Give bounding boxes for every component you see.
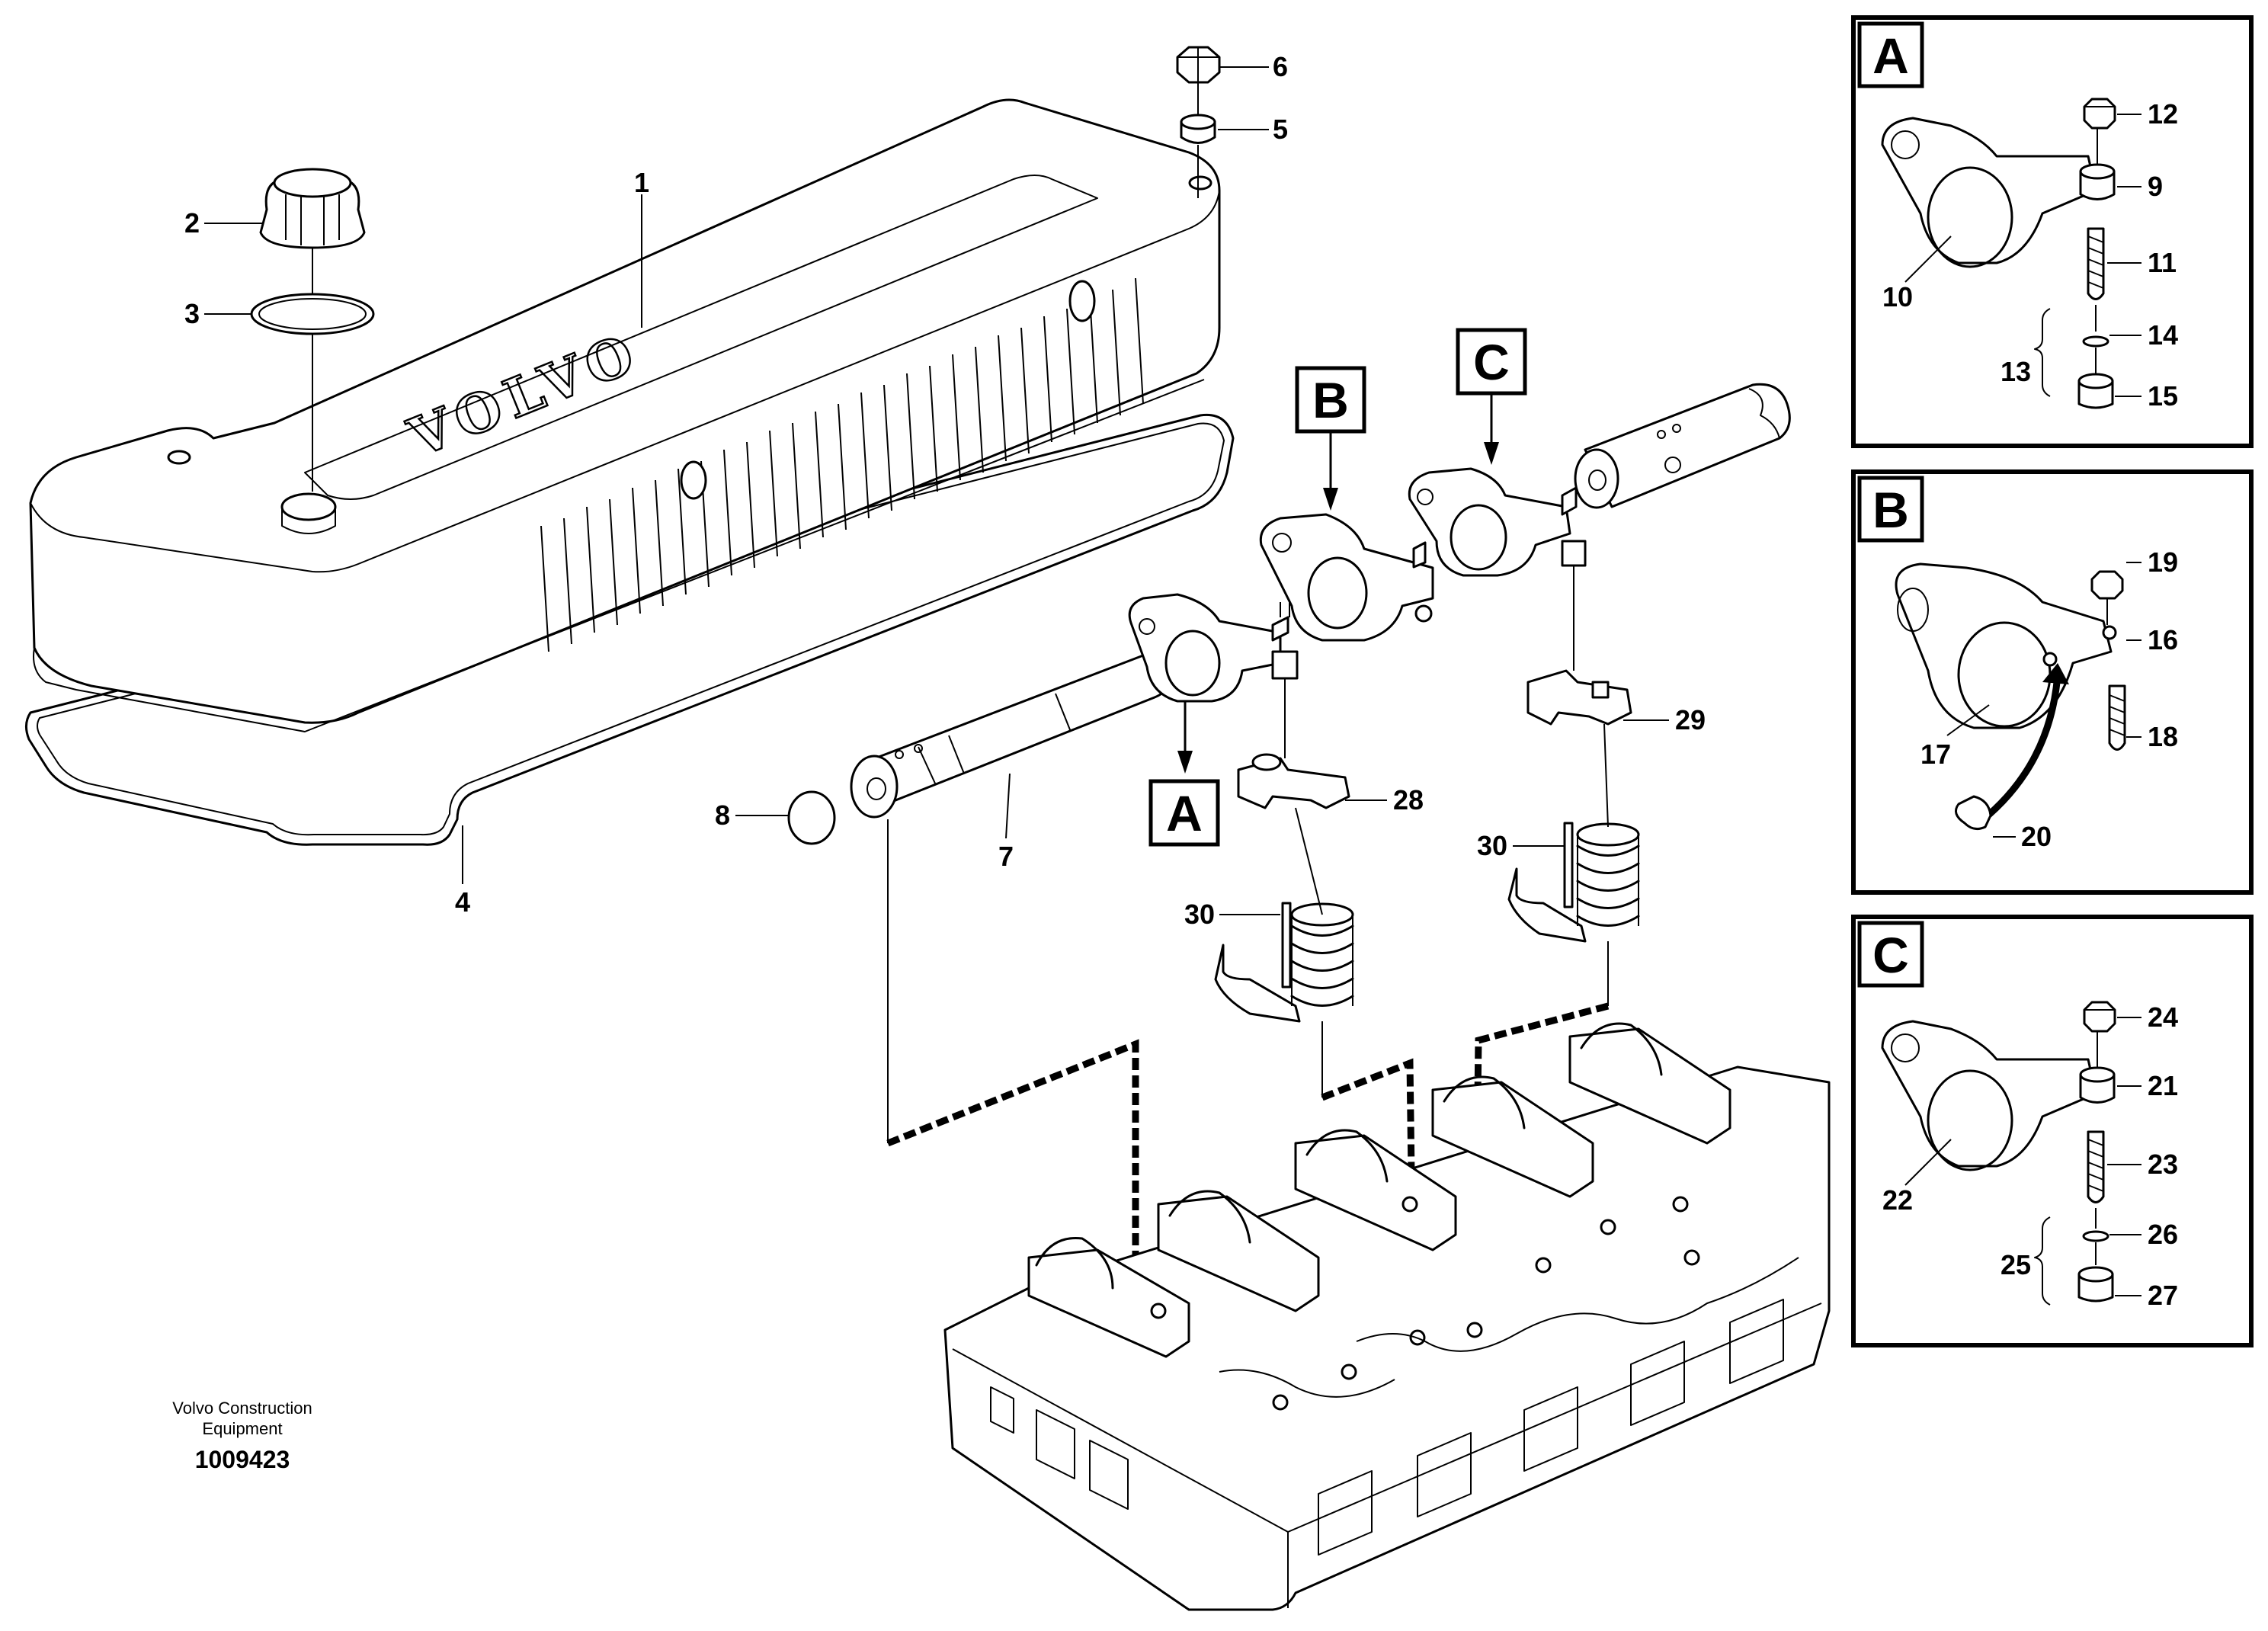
svg-text:C: C [1872,927,1909,983]
callout-18: 18 [2148,721,2178,752]
cylinder-head [943,1022,1831,1611]
valve-bridge-29 [1526,669,1632,726]
valve-spring-left [1214,902,1354,1023]
dashed-lead-shaft [886,1039,1139,1296]
callout-19: 19 [2148,546,2178,578]
callout-6: 6 [1273,51,1288,82]
rocker-arm-c [1408,467,1587,577]
cover-washer [1180,114,1216,144]
rocker-shaft [850,653,1172,819]
detail-panel-b: B [1851,469,2254,895]
callout-21: 21 [2148,1070,2178,1101]
oil-filler-cap [259,168,366,249]
leader-22 [1904,1139,1952,1186]
svg-text:B: B [1872,482,1909,538]
callout-26: 26 [2148,1219,2178,1250]
detail-tag-c: C [1456,328,1527,465]
rocker-shaft-upper [1574,383,1791,509]
cover-nut [1176,46,1221,84]
valve-cover: VOLVO [29,98,1221,732]
caption-line-1: Volvo Construction [172,1399,312,1418]
callout-25: 25 [2001,1249,2031,1280]
rocker-arm-a [1128,593,1299,703]
assembly-line-arm-a [1284,678,1323,915]
callout-11: 11 [2148,247,2177,278]
callout-13: 13 [2001,356,2031,387]
leader-7 [1005,773,1011,839]
callout-14: 14 [2148,319,2178,351]
assembly-line-arm-c [1573,566,1609,828]
callout-15: 15 [2148,380,2178,412]
callout-2: 2 [184,207,200,239]
valve-spring-right [1507,822,1640,943]
svg-text:C: C [1473,334,1510,390]
callout-8: 8 [715,799,730,831]
callout-10: 10 [1882,281,1913,312]
callout-5: 5 [1273,114,1288,145]
callout-30b: 30 [1477,830,1507,861]
callout-24: 24 [2148,1001,2178,1033]
callout-labels: 1 2 3 4 5 6 7 8 9 10 11 12 13 14 15 16 1… [184,51,2178,1311]
callout-17: 17 [1920,739,1951,770]
drawing-number: 1009423 [195,1446,290,1473]
leader-10 [1904,236,1952,283]
shaft-end-plug [787,790,836,845]
callout-20: 20 [2021,821,2052,852]
caption-line-2: Equipment [202,1419,282,1438]
callout-28: 28 [1393,784,1424,816]
drawing-caption: Volvo Construction Equipment 1009423 [172,1399,312,1473]
callout-9: 9 [2148,171,2163,202]
callout-7: 7 [998,841,1014,872]
o-ring-seal [250,293,375,335]
callout-30a: 30 [1184,899,1215,930]
callout-4: 4 [455,886,470,918]
callout-1: 1 [634,167,649,198]
callout-16: 16 [2148,624,2178,655]
svg-text:A: A [1872,27,1909,84]
svg-text:B: B [1312,372,1349,428]
rocker-arm-b [1259,513,1434,642]
valve-bridge-28 [1237,753,1350,809]
valve-cover-gasket [25,413,1235,846]
detail-panel-c: C [1851,915,2254,1347]
callout-29: 29 [1675,704,1706,735]
callout-22: 22 [1882,1184,1913,1216]
detail-tag-b: B [1295,366,1366,511]
detail-panel-a: A [1851,15,2254,448]
svg-text:A: A [1166,785,1203,841]
callout-27: 27 [2148,1280,2178,1311]
callout-23: 23 [2148,1149,2178,1180]
callout-12: 12 [2148,98,2178,130]
dashed-lead-spring-left [1321,1058,1418,1342]
leader-17 [1946,704,1990,736]
callout-3: 3 [184,298,200,329]
detail-tag-a: A [1148,700,1220,847]
